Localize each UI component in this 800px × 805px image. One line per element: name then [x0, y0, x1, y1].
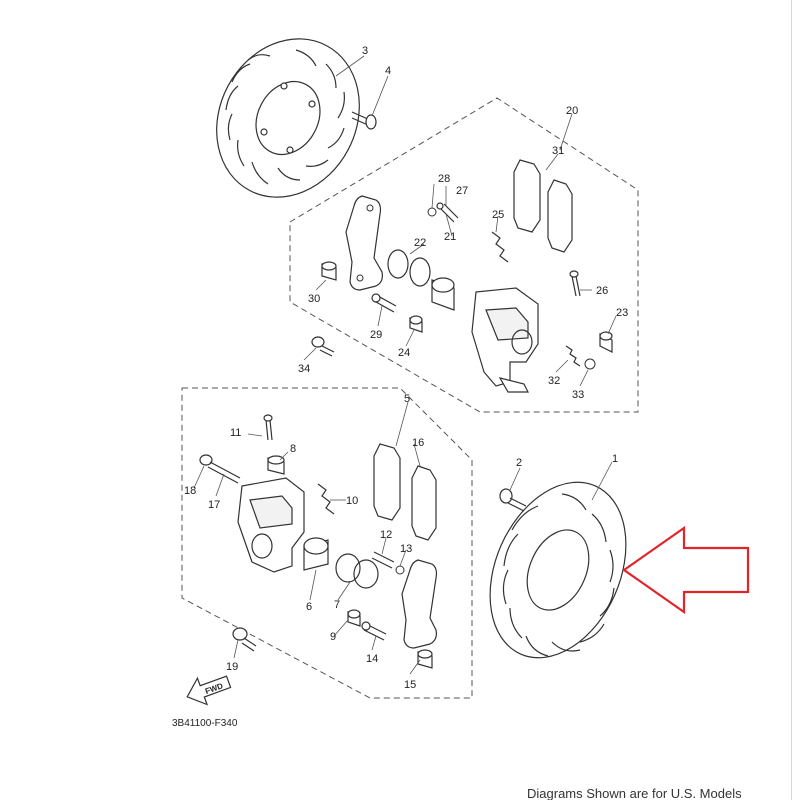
callout-21: 21 — [444, 231, 456, 243]
callout-28: 28 — [438, 173, 450, 185]
plug-33 — [584, 358, 596, 370]
callout-33: 33 — [572, 389, 584, 401]
callout-30: 30 — [308, 293, 320, 305]
caliper-body-front — [237, 477, 305, 573]
callout-3: 3 — [362, 45, 368, 57]
red-pointer-arrow-icon — [622, 525, 750, 615]
callout-16: 16 — [412, 437, 424, 449]
brake-pads-front — [373, 443, 437, 541]
sleeve-15 — [417, 649, 433, 669]
pad-spring-10 — [317, 483, 335, 515]
callout-13: 13 — [400, 543, 412, 555]
callout-12: 12 — [380, 529, 392, 541]
bolt-19 — [232, 627, 257, 652]
callout-2: 2 — [516, 457, 522, 469]
callout-34: 34 — [298, 363, 310, 375]
callout-29: 29 — [370, 329, 382, 341]
brake-disc-front — [489, 481, 627, 659]
pin-17 — [199, 454, 241, 484]
spring-32 — [565, 345, 581, 367]
callout-8: 8 — [290, 443, 296, 455]
caliper-bracket-front — [401, 559, 438, 649]
brake-disc-rear — [216, 38, 360, 198]
plug-28 — [427, 207, 437, 217]
caliper-body-rear — [471, 287, 539, 393]
piston-front — [303, 537, 329, 571]
callout-32: 32 — [548, 375, 560, 387]
footer-note: Diagrams Shown are for U.S. Models — [527, 786, 742, 800]
callout-18: 18 — [184, 485, 196, 497]
callout-19: 19 — [226, 661, 238, 673]
leader-lines — [193, 55, 617, 675]
callout-23: 23 — [616, 307, 628, 319]
sleeve-30 — [321, 261, 337, 281]
callout-7: 7 — [334, 599, 340, 611]
piston-seals-front — [335, 553, 379, 589]
bolt-29 — [371, 293, 397, 313]
callout-1: 1 — [612, 453, 618, 465]
bleed-screw-26 — [569, 270, 581, 297]
callout-25: 25 — [492, 209, 504, 221]
caliper-bracket-rear — [345, 195, 383, 291]
callout-15: 15 — [404, 679, 416, 691]
bolt-14 — [361, 621, 387, 641]
bolt-2 — [499, 488, 527, 512]
callout-5: 5 — [404, 393, 410, 405]
callout-labels: 1 2 3 4 5 6 7 8 9 10 11 12 13 14 15 16 1… — [184, 45, 628, 691]
sleeve-23 — [599, 331, 613, 353]
piston-seals-rear — [387, 249, 431, 287]
callout-11: 11 — [230, 427, 241, 439]
callout-24: 24 — [398, 347, 410, 359]
callout-14: 14 — [366, 653, 378, 665]
callout-22: 22 — [414, 237, 426, 249]
callout-31: 31 — [552, 145, 564, 157]
bracket-hole — [356, 274, 364, 282]
bolt-12 — [371, 551, 395, 569]
boot-24 — [409, 315, 423, 333]
callout-27: 27 — [456, 185, 468, 197]
group-box-front-caliper — [181, 387, 473, 699]
callout-10: 10 — [346, 495, 358, 507]
plug-13 — [395, 565, 405, 575]
group-box-rear-caliper — [289, 97, 639, 413]
callout-26: 26 — [596, 285, 608, 297]
callout-9: 9 — [330, 631, 336, 643]
fwd-arrow-icon: FWD — [186, 675, 232, 706]
callout-6: 6 — [306, 601, 312, 613]
pin-27 — [436, 202, 459, 223]
page-edge-divider — [791, 0, 792, 800]
bleed-screw-11 — [263, 414, 273, 441]
bolt-34 — [311, 336, 335, 357]
bolt-4 — [351, 111, 377, 130]
brake-pads-rear — [513, 159, 573, 253]
piston-rear — [431, 277, 455, 311]
callout-20: 20 — [566, 105, 578, 117]
callout-17: 17 — [208, 499, 220, 511]
sleeve-8 — [267, 455, 285, 475]
bracket-hole — [366, 204, 374, 212]
diagram-code: 3B41100-F340 — [172, 718, 238, 729]
pad-spring-25 — [491, 231, 509, 263]
callout-4: 4 — [385, 65, 391, 77]
sleeve-9 — [347, 609, 361, 627]
